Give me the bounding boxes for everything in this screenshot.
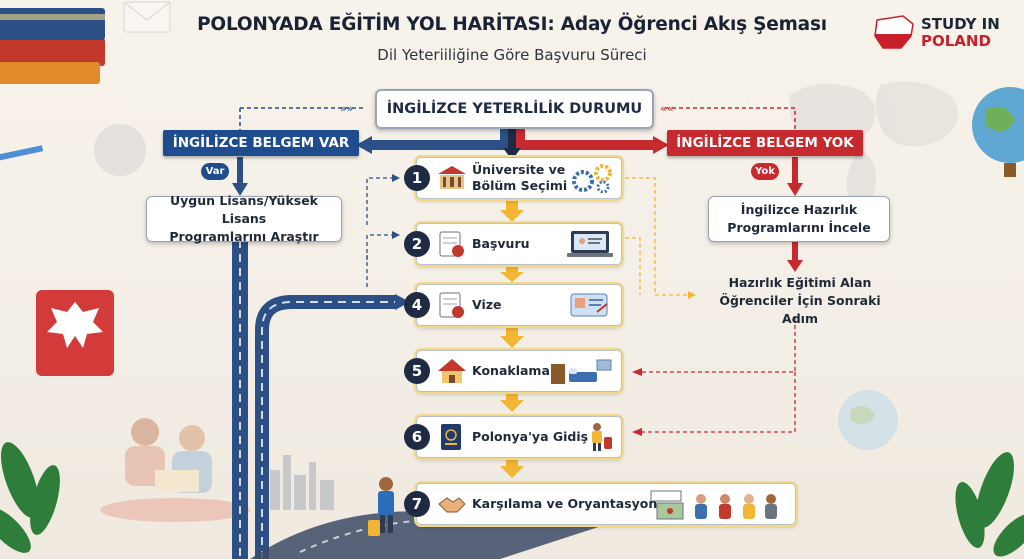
step-university-selection: 1 Üniversite ve Bölüm Seçimi: [404, 157, 622, 199]
svg-text:««: ««: [660, 102, 673, 115]
step-number: 1: [404, 165, 430, 191]
university-icon: [438, 166, 466, 189]
step-number: 4: [404, 292, 430, 318]
step-label-line1: Konaklama: [472, 363, 550, 378]
prep-next-step-note: Hazırlık Eğitimi Alan Öğrenciler İçin So…: [700, 274, 900, 328]
study-in-poland-logo: STUDY IN POLAND: [873, 14, 1013, 54]
laptop-icon: [567, 231, 613, 257]
step-welcome-orientation: 7 Karşılama ve Oryantasyon: [404, 483, 796, 525]
prep-programs-line1: İngilizce Hazırlık: [740, 202, 858, 217]
step-travel-to-poland: 6 Polonya'ya Gidiş: [404, 416, 622, 458]
step-label-line1: Üniversite ve: [472, 162, 566, 177]
books-icon: [0, 8, 105, 84]
polish-emblem-icon: [36, 290, 114, 376]
yes-badge: Var: [201, 163, 229, 180]
gears-icon: [572, 164, 612, 193]
step-label-line1: Polonya'ya Gidiş: [472, 429, 589, 444]
svg-text:»»: »»: [340, 102, 353, 115]
small-globe-icon: [838, 390, 898, 450]
page-subtitle: Dil Yeteriiliğine Göre Başvuru Süreci: [377, 46, 647, 64]
page-title: POLONYADA EĞİTİM YOL HARİTASI: Aday Öğre…: [197, 14, 827, 35]
eagle-emblem-decoration: [94, 124, 146, 176]
visa-document-icon: [439, 292, 464, 318]
step-label-line1: Karşılama ve Oryantasyon: [472, 496, 658, 511]
world-map-decoration: [789, 81, 958, 206]
research-programs-line2: Programlarını Araştır: [169, 229, 319, 244]
step-number: 5: [404, 358, 430, 384]
research-programs-line1: Uygun Lisans/Yüksek Lisans: [169, 193, 318, 226]
step-application: 2 Başvuru: [404, 223, 622, 265]
brand-line2: POLAND: [921, 32, 991, 50]
prep-next-step-line2: Öğrenciler İçin Sonraki Adım: [719, 293, 881, 326]
step-number: 6: [404, 424, 430, 450]
step-number: 2: [404, 231, 430, 257]
prep-programs-line2: Programlarını İncele: [727, 220, 871, 235]
english-proficiency-box: İNGİLİZCE YETERLİLİK DURUMU: [375, 89, 654, 129]
city-skyline-decoration: [270, 455, 334, 510]
step-visa: 4 Vize: [404, 284, 622, 326]
globe-icon: [972, 87, 1024, 177]
traveler-icon: [592, 423, 612, 451]
house-icon: [438, 359, 466, 383]
envelope-icon: [123, 1, 171, 33]
research-programs-box: Uygun Lisans/Yüksek Lisans Programlarını…: [146, 193, 342, 244]
plant-leaves-left: [0, 442, 60, 553]
poland-map-icon: [874, 15, 914, 49]
welcome-group-icon: [650, 490, 777, 520]
passport-icon: [441, 424, 461, 450]
step-accommodation: 5 Konaklama: [404, 350, 622, 392]
no-english-certificate-tag: İNGİLİZCE BELGEM YOK: [667, 130, 863, 156]
step-label-line1: Vize: [472, 297, 502, 312]
has-english-certificate-tag: İNGİLİZCE BELGEM VAR: [163, 130, 359, 156]
step-connector-arrows: [500, 200, 524, 478]
room-icon: [551, 359, 612, 384]
step-label-line2: Bölüm Seçimi: [472, 178, 568, 193]
prep-next-step-line1: Hazırlık Eğitimi Alan: [728, 275, 872, 290]
pencil-icon: [0, 145, 44, 162]
brand-line1: STUDY IN: [921, 15, 1000, 33]
students-illustration: [100, 418, 250, 522]
traveler-illustration: [368, 477, 394, 536]
plant-leaves-right: [955, 452, 1024, 557]
step-label-line1: Başvuru: [472, 236, 530, 251]
visa-card-icon: [570, 293, 608, 317]
step-number: 7: [404, 491, 430, 517]
no-badge: Yok: [751, 163, 779, 180]
prep-programs-box: İngilizce Hazırlık Programlarını İncele: [708, 196, 890, 242]
handshake-icon: [438, 497, 466, 513]
application-form-icon: [439, 231, 464, 257]
